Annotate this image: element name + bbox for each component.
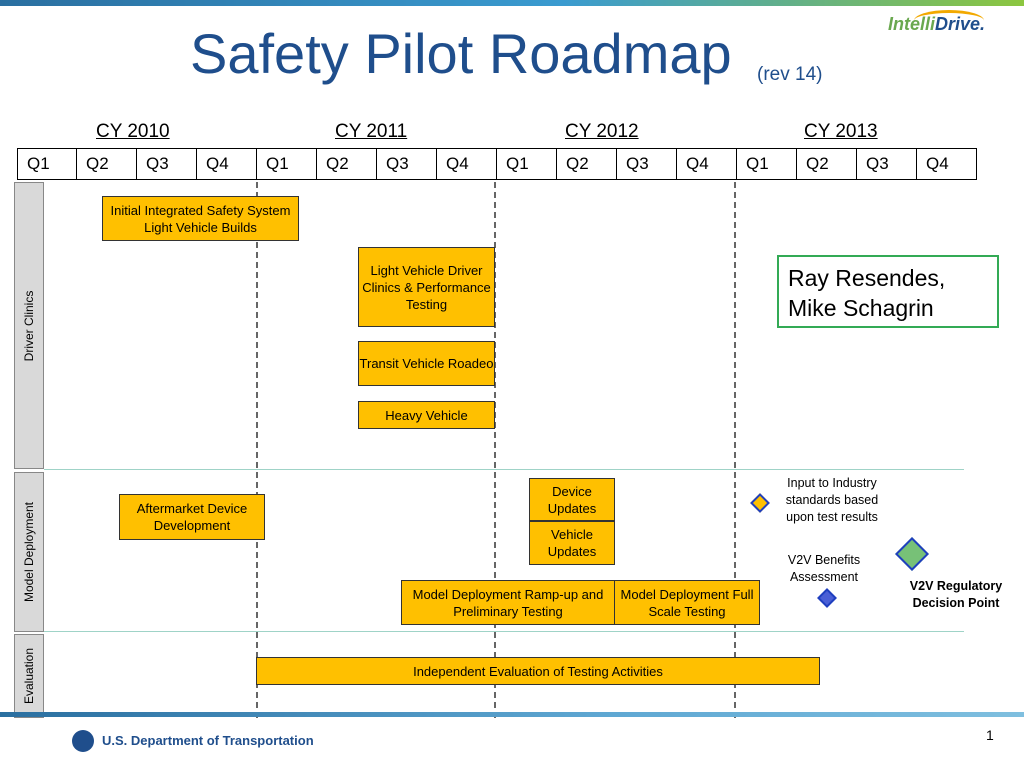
bottom-accent-bar	[0, 712, 1024, 717]
owner-names-box: Ray Resendes, Mike Schagrin	[777, 255, 999, 328]
year-header-2011: CY 2011	[335, 121, 408, 142]
lane-label: Model Deployment	[22, 501, 36, 603]
task-light-vehicle-clinics: Light Vehicle Driver Clinics & Performan…	[358, 247, 495, 327]
quarter-cell: Q1	[737, 148, 797, 180]
year-divider-line	[256, 182, 258, 718]
revision-label: (rev 14)	[757, 64, 823, 85]
lane-driver-clinics: Driver Clinics	[14, 182, 44, 469]
page-number: 1	[986, 727, 994, 743]
quarter-cell: Q1	[17, 148, 77, 180]
task-heavy-vehicle: Heavy Vehicle	[358, 401, 495, 429]
quarter-cell: Q2	[557, 148, 617, 180]
quarter-cell: Q1	[497, 148, 557, 180]
note-input-industry: Input to Industry standards based upon t…	[785, 476, 879, 524]
quarter-cell: Q2	[317, 148, 377, 180]
task-initial-builds: Initial Integrated Safety System Light V…	[102, 196, 299, 241]
task-vehicle-updates: Vehicle Updates	[529, 521, 615, 565]
owner-name-2: Mike Schagrin	[788, 295, 934, 321]
task-aftermarket-device: Aftermarket Device Development	[119, 494, 265, 540]
year-divider-line	[734, 182, 736, 718]
lane-model-deployment: Model Deployment	[14, 472, 44, 632]
quarter-cell: Q3	[137, 148, 197, 180]
quarter-cell: Q4	[437, 148, 497, 180]
owner-name-1: Ray Resendes,	[788, 265, 946, 291]
task-transit-roadeo: Transit Vehicle Roadeo	[358, 341, 495, 386]
task-device-updates: Device Updates	[529, 478, 615, 521]
dot-footer-text: U.S. Department of Transportation	[102, 733, 314, 748]
lane-evaluation: Evaluation	[14, 634, 44, 718]
page-title: Safety Pilot Roadmap	[190, 22, 732, 85]
intellidrive-logo: IntelliDrive.	[888, 10, 985, 48]
year-header-2013: CY 2013	[804, 121, 878, 142]
quarter-cell: Q4	[677, 148, 737, 180]
quarter-cell: Q3	[377, 148, 437, 180]
lane-separator	[44, 631, 964, 632]
quarter-cell: Q2	[797, 148, 857, 180]
year-divider-line	[494, 182, 496, 718]
quarter-cell: Q1	[257, 148, 317, 180]
note-v2v-benefits: V2V Benefits Assessment	[787, 553, 861, 584]
lane-label: Evaluation	[22, 647, 36, 705]
lane-label: Driver Clinics	[22, 290, 36, 361]
note-v2v-decision: V2V Regulatory Decision Point	[909, 579, 1003, 610]
lane-separator	[44, 469, 964, 470]
quarter-cell: Q4	[917, 148, 977, 180]
year-header-2012: CY 2012	[565, 121, 639, 142]
task-ramp-up: Model Deployment Ramp-up and Preliminary…	[401, 580, 615, 625]
quarter-cell: Q3	[617, 148, 677, 180]
logo-swoosh-icon	[914, 10, 984, 31]
quarter-cell: Q4	[197, 148, 257, 180]
top-accent-bar	[0, 0, 1024, 6]
dot-logo-icon	[72, 730, 94, 752]
quarter-cell: Q2	[77, 148, 137, 180]
year-header-2010: CY 2010	[96, 121, 170, 142]
milestone-diamond-icon	[817, 588, 837, 608]
task-independent-evaluation: Independent Evaluation of Testing Activi…	[256, 657, 820, 685]
task-full-scale: Model Deployment Full Scale Testing	[614, 580, 760, 625]
decision-diamond-icon	[895, 537, 929, 571]
milestone-diamond-icon	[750, 493, 770, 513]
quarter-cell: Q3	[857, 148, 917, 180]
